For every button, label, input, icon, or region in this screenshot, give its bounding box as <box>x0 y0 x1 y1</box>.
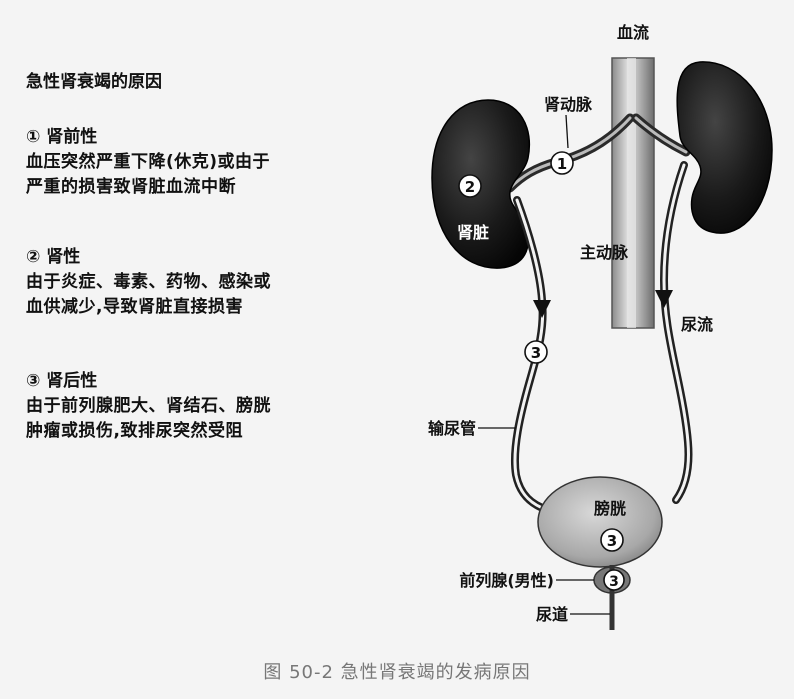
section-renal-line-1: 由于炎症、毒素、药物、感染或 <box>26 272 271 292</box>
causes-title: 急性肾衰竭的原因 <box>26 72 162 92</box>
kidney-right <box>676 61 773 234</box>
ureter-right-inner <box>662 163 690 502</box>
ureter-left-inner <box>513 198 550 512</box>
section-postrenal-line-2: 肿瘤或损伤,致排尿突然受阻 <box>26 421 243 441</box>
section-prerenal-line-1: 血压突然严重下降(休克)或由于 <box>26 152 271 172</box>
section-renal-heading: ② 肾性 <box>26 247 81 267</box>
marker-1-circle <box>550 151 574 175</box>
label-bladder: 膀胱 <box>594 499 626 518</box>
figure-caption: 图 50-2 急性肾衰竭的发病原因 <box>263 662 531 683</box>
leader-renal-artery <box>565 114 569 149</box>
marker-2-circle <box>458 174 482 198</box>
urine-flow-arrow-right <box>655 290 673 308</box>
bladder-shape <box>537 476 663 568</box>
marker-3-bladder-text: 3 <box>607 532 617 550</box>
marker-3-ureter-text: 3 <box>531 344 541 362</box>
label-aorta: 主动脉 <box>580 243 629 262</box>
marker-2-text: 2 <box>465 178 475 196</box>
label-urine-flow: 尿流 <box>681 315 713 334</box>
label-prostate: 前列腺(男性) <box>459 571 554 590</box>
section-prerenal-line-2: 严重的损害致肾脏血流中断 <box>26 177 236 197</box>
section-postrenal-line-1: 由于前列腺肥大、肾结石、膀胱 <box>26 396 271 416</box>
marker-3-bladder-circle <box>600 528 624 552</box>
label-renal-artery: 肾动脉 <box>544 95 593 114</box>
section-renal-line-2: 血供减少,导致肾脏直接损害 <box>26 297 243 317</box>
renal-artery-right-inner <box>634 116 688 154</box>
label-blood-flow: 血流 <box>617 23 649 42</box>
aorta-highlight <box>627 58 636 328</box>
section-prerenal-heading: ① 肾前性 <box>26 127 98 147</box>
section-postrenal-heading: ③ 肾后性 <box>26 371 98 391</box>
marker-1-text: 1 <box>557 155 567 173</box>
label-ureter: 输尿管 <box>428 419 476 438</box>
marker-3-prostate-text: 3 <box>609 574 619 590</box>
urine-flow-arrow-left <box>533 300 551 318</box>
marker-3-prostate-circle <box>603 569 625 591</box>
label-kidney: 肾脏 <box>457 223 489 242</box>
label-urethra: 尿道 <box>536 605 568 624</box>
marker-3-ureter-circle <box>524 340 548 364</box>
